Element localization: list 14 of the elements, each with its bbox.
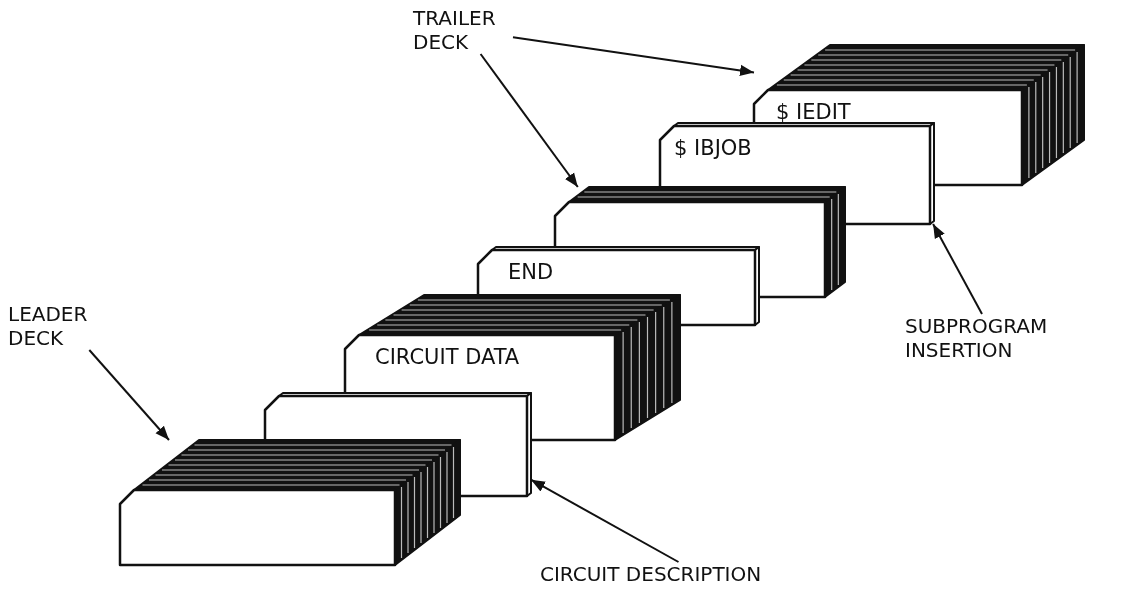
callout-label: TRAILER DECK bbox=[413, 6, 513, 54]
leader-line bbox=[932, 223, 983, 315]
callout-label: CIRCUIT DESCRIPTION bbox=[540, 562, 860, 586]
callout-label: LEADER DECK bbox=[8, 302, 128, 350]
leader-line bbox=[88, 349, 170, 441]
card-label: $ IBJOB bbox=[674, 135, 752, 162]
leader-line bbox=[512, 36, 755, 76]
card-label: END bbox=[508, 259, 554, 286]
leader-line bbox=[530, 478, 680, 563]
callout-label: SUBPROGRAM INSERTION bbox=[905, 314, 1085, 362]
card-label: $ IEDIT bbox=[776, 99, 851, 126]
card-deck bbox=[120, 440, 460, 565]
card-label: CIRCUIT DATA bbox=[375, 344, 520, 371]
leader-line bbox=[479, 53, 579, 188]
